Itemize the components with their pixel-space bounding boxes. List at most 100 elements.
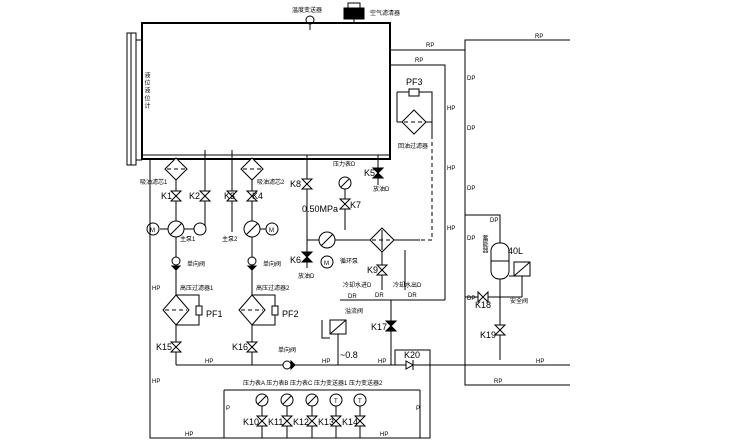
svg-text:K18: K18 [475, 300, 491, 310]
svg-text:K3: K3 [224, 191, 235, 201]
svg-text:T: T [334, 399, 338, 405]
svg-text:K15: K15 [156, 342, 172, 352]
svg-text:溢流阀: 溢流阀 [345, 307, 363, 315]
main-pump-1: M 主泵1 [146, 220, 207, 243]
svg-text:放油D: 放油D [298, 272, 315, 280]
oil-tank [141, 22, 391, 160]
pressure-setting: 0.50MPa [302, 204, 338, 214]
suction-filter-2: 吸油滤芯2 [240, 157, 285, 186]
return-filter-label: 回油过滤器 [398, 142, 428, 150]
valve-k16[interactable]: K16 [232, 341, 259, 353]
svg-text:K2: K2 [189, 191, 200, 201]
svg-text:M: M [324, 261, 329, 267]
accumulator: 蓄能器 40L [481, 234, 523, 280]
check-valve-2: 单向阀 [246, 237, 281, 300]
valve-k18[interactable]: K18 [475, 290, 491, 310]
svg-text:HP: HP [185, 432, 193, 438]
svg-text:高压过滤器2: 高压过滤器2 [256, 284, 290, 292]
temp-sensor: 温度变送器 [292, 6, 322, 30]
valve-k12[interactable]: K12 [293, 415, 319, 427]
svg-text:K20: K20 [404, 350, 420, 360]
valve-k9[interactable]: K9 [367, 264, 389, 276]
return-filter-code: PF3 [406, 77, 423, 87]
svg-text:K1: K1 [161, 191, 172, 201]
svg-text:K14: K14 [342, 417, 358, 427]
valve-k3[interactable]: K3 [224, 150, 239, 232]
valve-k6[interactable]: K6 放油D [290, 240, 315, 280]
svg-text:K13: K13 [318, 417, 334, 427]
svg-text:K7: K7 [350, 200, 361, 210]
svg-text:RP: RP [494, 379, 502, 385]
svg-text:HP: HP [378, 359, 386, 365]
svg-text:安全阀: 安全阀 [510, 297, 528, 305]
valve-k10[interactable]: K10 [243, 415, 269, 427]
svg-text:循环泵: 循环泵 [340, 257, 358, 265]
hp-filter-2: 高压过滤器2 PF2 [238, 284, 299, 326]
transducer-labels: 压力表A 压力表B 压力表C 压力变送器1 压力变送器2 [243, 379, 383, 387]
svg-text:K4: K4 [252, 191, 263, 201]
temp-sensor-label: 温度变送器 [292, 6, 322, 14]
svg-text:DR: DR [375, 293, 384, 299]
svg-text:K16: K16 [232, 342, 248, 352]
relief-valve: 溢流阀 ~0.8 [321, 307, 363, 365]
svg-text:HP: HP [205, 359, 213, 365]
svg-text:单向阀: 单向阀 [187, 260, 205, 268]
valve-k17[interactable]: K17 [371, 300, 398, 365]
gauge-c [305, 393, 319, 438]
svg-text:T: T [358, 399, 362, 405]
svg-text:HP: HP [380, 432, 388, 438]
valve-k5[interactable]: K5 放油D [364, 155, 390, 193]
main-pump-2-label: 主泵2 [222, 235, 238, 243]
valve-k1[interactable]: K1 [161, 190, 183, 202]
valve-k4[interactable]: K4 [245, 190, 263, 202]
svg-text:压力表D: 压力表D [333, 160, 356, 168]
valve-k14[interactable]: K14 [342, 415, 367, 427]
svg-text:HP: HP [536, 359, 544, 365]
return-filter: PF3 回油过滤器 [396, 77, 433, 150]
svg-text:冷却水进D: 冷却水进D [343, 281, 372, 289]
svg-text:RP: RP [415, 58, 423, 64]
svg-text:HP: HP [152, 286, 160, 292]
svg-text:K10: K10 [243, 417, 259, 427]
svg-text:DP: DP [467, 76, 475, 82]
valve-k19[interactable]: K19 [480, 324, 507, 340]
svg-text:单向阀: 单向阀 [263, 260, 281, 268]
check-valve-1: 单向阀 [170, 237, 205, 300]
hp-filter-1: 高压过滤器1 PF1 [162, 284, 223, 326]
valve-k11[interactable]: K11 [268, 415, 294, 427]
circulation-pump: M 循环泵 [307, 231, 358, 269]
svg-text:K9: K9 [367, 265, 378, 275]
svg-text:~0.8: ~0.8 [340, 350, 358, 360]
svg-text:M: M [150, 228, 155, 234]
svg-text:PF2: PF2 [282, 309, 299, 319]
svg-text:DR: DR [348, 294, 357, 300]
svg-text:40L: 40L [508, 246, 523, 256]
svg-text:M: M [269, 228, 274, 234]
suction-filter-1-label: 吸油滤芯1 [140, 178, 168, 186]
level-gauge-label: 液 位 液 位 计 [143, 71, 150, 110]
valve-k7[interactable]: K7 [338, 198, 361, 210]
pressure-gauge-d: 压力表D [333, 160, 356, 230]
valve-k8[interactable]: K8 [290, 178, 314, 190]
valve-k20[interactable]: K20 [394, 349, 431, 370]
svg-text:DP: DP [467, 186, 475, 192]
air-filter-label: 空气滤清器 [370, 9, 400, 17]
safety-valve: 安全阀 [509, 261, 531, 305]
svg-text:单向阀: 单向阀 [278, 346, 296, 354]
svg-text:HP: HP [447, 106, 455, 112]
svg-text:K19: K19 [480, 330, 496, 340]
valve-k13[interactable]: K13 [318, 415, 343, 427]
svg-text:RP: RP [426, 43, 434, 49]
svg-text:冷却水出D: 冷却水出D [393, 281, 422, 289]
svg-text:DP: DP [467, 296, 475, 302]
svg-text:PF1: PF1 [206, 309, 223, 319]
svg-text:HP: HP [447, 226, 455, 232]
svg-text:K11: K11 [268, 417, 283, 427]
check-valve-main: 单向阀 [278, 346, 296, 371]
level-gauge: 液 位 液 位 计 [126, 32, 150, 166]
valve-k2[interactable]: K2 [189, 190, 212, 202]
cooler [335, 227, 420, 290]
valve-k15[interactable]: K15 [156, 341, 183, 353]
svg-text:DP: DP [467, 236, 475, 242]
